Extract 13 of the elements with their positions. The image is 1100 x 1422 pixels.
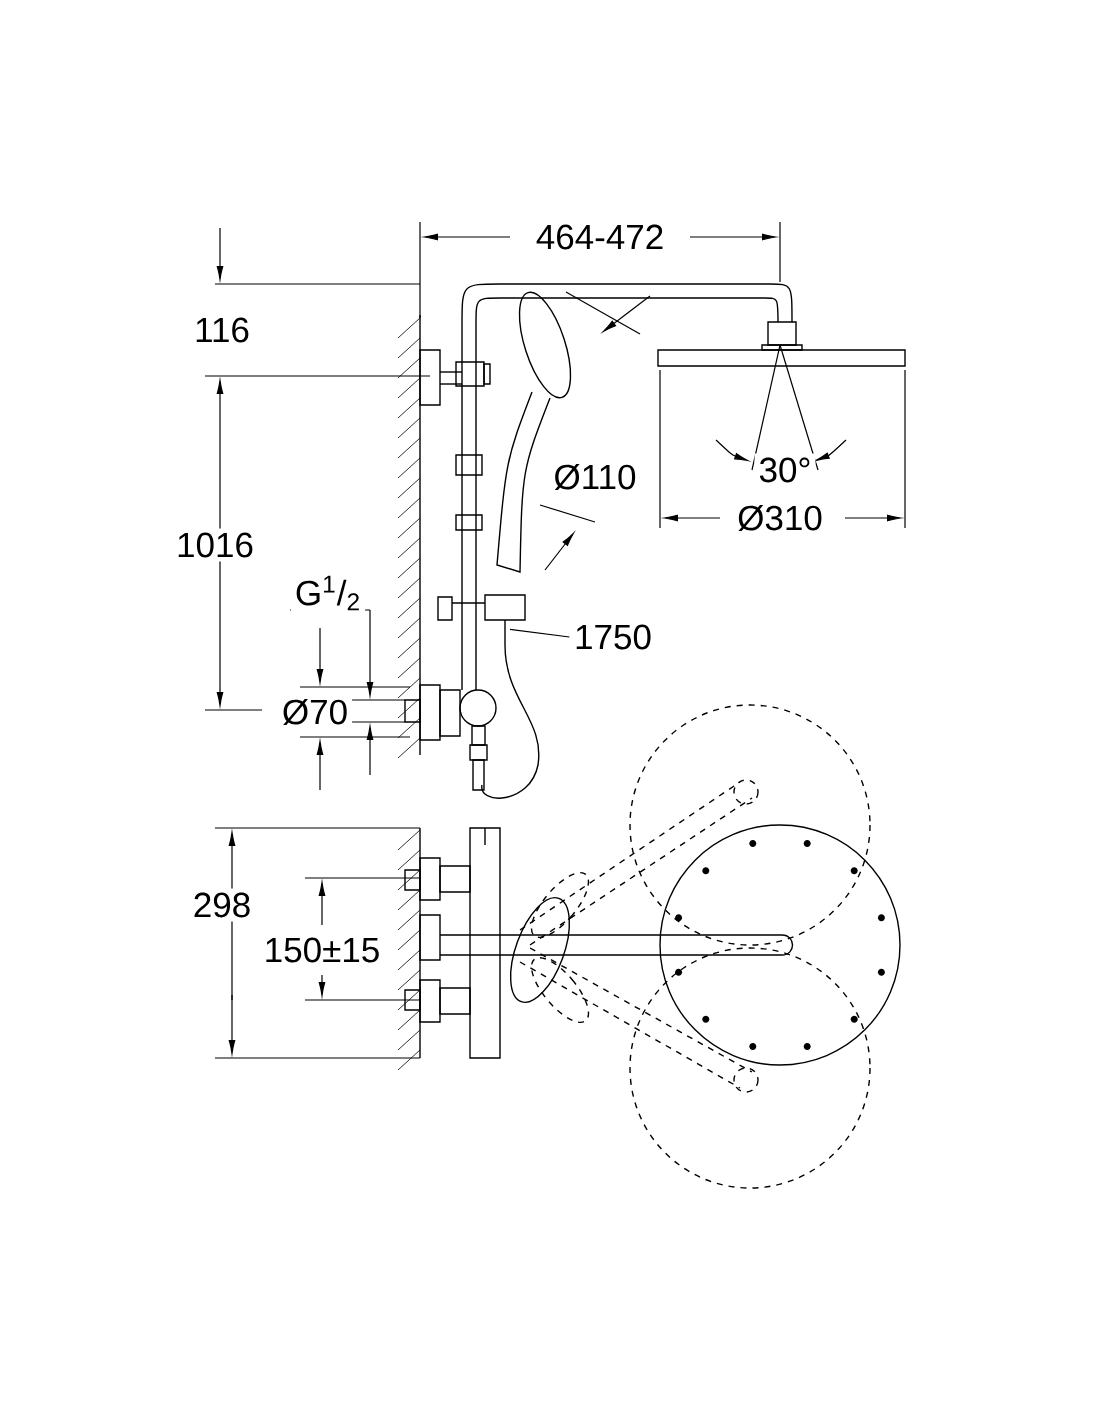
dimension-label: 150±15 xyxy=(259,933,385,967)
dimension-label: Ø310 xyxy=(733,501,827,535)
dimension-label: 116 xyxy=(190,313,254,347)
dimension-label: 298 xyxy=(188,888,256,922)
dimension-text: 1750 xyxy=(576,624,651,650)
dimension-label: 30° xyxy=(754,453,816,487)
leader-line xyxy=(509,628,570,638)
dimension-label: 464-472 xyxy=(531,220,669,254)
hose-drawing xyxy=(481,619,540,799)
dimension-label: G$^{1}$/$_{2}$ xyxy=(290,571,366,615)
dimension-label: Ø110 xyxy=(549,460,641,494)
dimension-label: Ø70 xyxy=(277,695,353,729)
dimension-label: 1016 xyxy=(172,528,258,562)
